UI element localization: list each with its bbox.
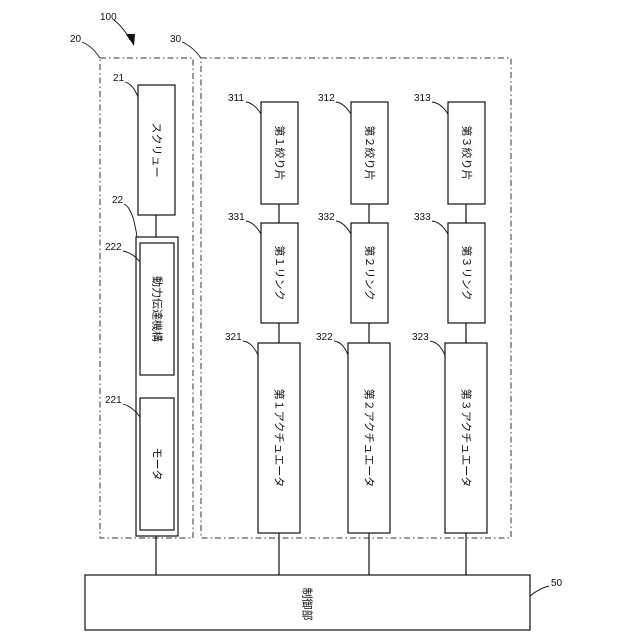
link2-label: 第２リンク	[363, 246, 377, 301]
ref-blade3: 313	[414, 93, 431, 104]
blade3-label: 第３絞り片	[460, 126, 474, 181]
blade1-label: 第１絞り片	[273, 126, 287, 181]
leader-arrowhead	[126, 34, 135, 46]
controller-label: 制御部	[301, 588, 315, 621]
ref-transmission-outer: 22	[112, 195, 124, 206]
ref-motor: 221	[105, 395, 122, 406]
actuator3-label: 第３アクチュエータ	[460, 389, 474, 487]
ref-group-left: 20	[70, 34, 82, 45]
ref-transmission: 222	[105, 242, 122, 253]
motor-label: モータ	[151, 448, 164, 481]
transmission-label: 動力伝達機構	[151, 276, 165, 342]
link1-label: 第１リンク	[273, 246, 287, 301]
ref-actuator2: 322	[316, 332, 333, 343]
ref-link3: 333	[414, 212, 431, 223]
ref-system: 100	[100, 12, 117, 23]
ref-actuator1: 321	[225, 332, 242, 343]
ref-group-right: 30	[170, 34, 182, 45]
screw-label: スクリュー	[150, 123, 163, 178]
ref-link2: 332	[318, 212, 335, 223]
link3-label: 第３リンク	[460, 246, 474, 301]
actuator2-label: 第２アクチュエータ	[363, 389, 377, 487]
actuator1-label: 第１アクチュエータ	[273, 389, 287, 487]
ref-link1: 331	[228, 212, 245, 223]
ref-screw: 21	[113, 73, 125, 84]
connection-lines	[156, 204, 466, 575]
ref-actuator3: 323	[412, 332, 429, 343]
ref-blade2: 312	[318, 93, 335, 104]
ref-blade1: 311	[228, 93, 244, 104]
ref-controller: 50	[551, 578, 563, 589]
blade2-label: 第２絞り片	[363, 126, 377, 181]
